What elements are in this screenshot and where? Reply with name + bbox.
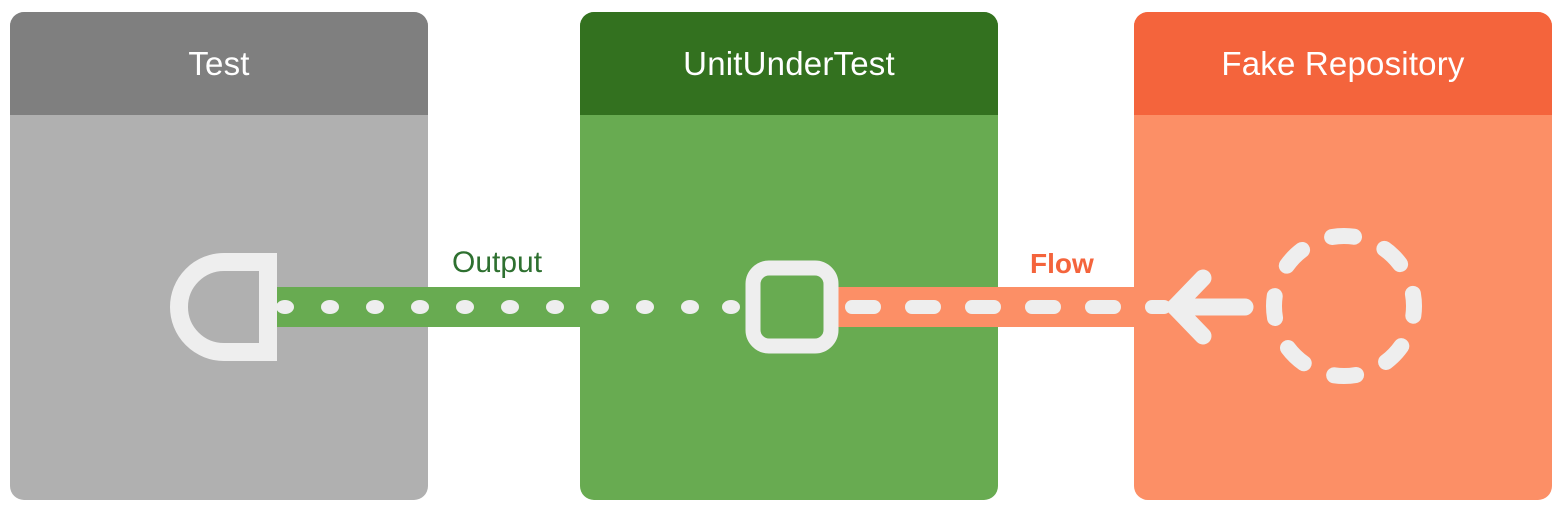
panel-unit-under-test[interactable]: UnitUnderTest bbox=[580, 12, 998, 500]
edge-label-output: Output bbox=[452, 246, 543, 279]
panel-fake-repository-title: Fake Repository bbox=[1221, 45, 1465, 82]
panel-unit-under-test-body bbox=[580, 115, 998, 500]
panel-unit-under-test-header: UnitUnderTest bbox=[580, 12, 998, 115]
panel-test-body bbox=[10, 115, 428, 500]
panel-fake-repository[interactable]: Fake Repository bbox=[1134, 12, 1552, 500]
panel-fake-repository-header: Fake Repository bbox=[1134, 12, 1552, 115]
panel-test-header: Test bbox=[10, 12, 428, 115]
panel-test[interactable]: Test bbox=[10, 12, 428, 500]
panel-test-title: Test bbox=[188, 45, 250, 82]
panel-unit-under-test-title: UnitUnderTest bbox=[683, 45, 895, 82]
panel-fake-repository-body bbox=[1134, 115, 1552, 500]
edge-label-flow: Flow bbox=[1030, 248, 1094, 279]
